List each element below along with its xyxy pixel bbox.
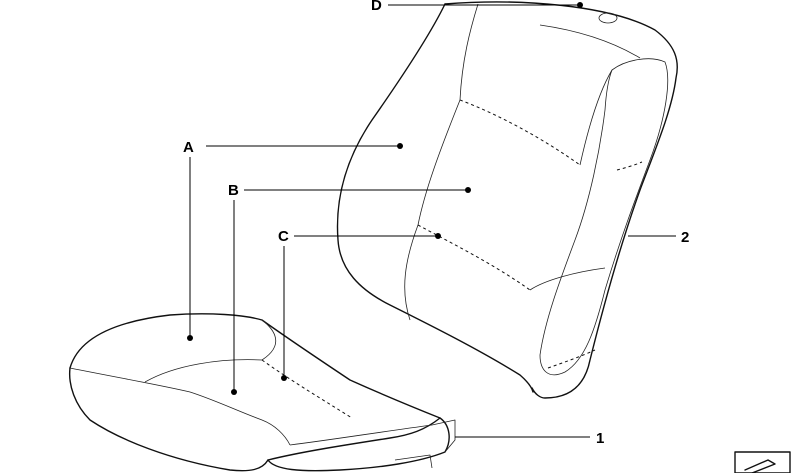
callout-D: D bbox=[371, 0, 382, 14]
backrest-center-panel-left bbox=[404, 99, 461, 321]
seat-side-inner bbox=[289, 424, 433, 446]
seat-frame-bottom bbox=[394, 454, 433, 469]
seat-side-face bbox=[267, 417, 450, 472]
callout-C: C bbox=[278, 228, 289, 245]
seat-top-surface bbox=[69, 313, 441, 419]
backrest-right-bolster bbox=[539, 58, 669, 376]
callout-B: B bbox=[228, 182, 239, 199]
seat-center-panel-left bbox=[144, 359, 263, 383]
backrest-outer-shell bbox=[444, 1, 678, 399]
view-direction-icon bbox=[734, 451, 791, 473]
backrest-front-face bbox=[336, 3, 534, 393]
callout-A: A bbox=[183, 139, 194, 156]
backrest-top-contour bbox=[539, 24, 641, 59]
backrest-bolster-seam bbox=[616, 161, 643, 171]
backrest bbox=[336, 1, 678, 399]
seat-seam-rear bbox=[261, 359, 353, 419]
backrest-seam-lower bbox=[417, 224, 531, 291]
seat-frame-rear bbox=[431, 419, 456, 453]
callout-2: 2 bbox=[681, 229, 689, 246]
seat-front-lip bbox=[68, 367, 269, 472]
seat-cushion bbox=[68, 313, 456, 472]
seat-front-panel bbox=[69, 367, 291, 446]
headrest-guide-hole bbox=[598, 12, 618, 24]
callout-1: 1 bbox=[596, 430, 604, 447]
backrest-seam-top bbox=[459, 99, 581, 166]
backrest-bolster-inner bbox=[579, 69, 613, 166]
backrest-bolster-lower bbox=[529, 267, 606, 291]
backrest-upper-panel bbox=[459, 3, 479, 101]
leaders bbox=[187, 2, 676, 438]
seat-rear-ridge bbox=[261, 319, 276, 361]
backrest-bottom-seam bbox=[547, 349, 596, 369]
